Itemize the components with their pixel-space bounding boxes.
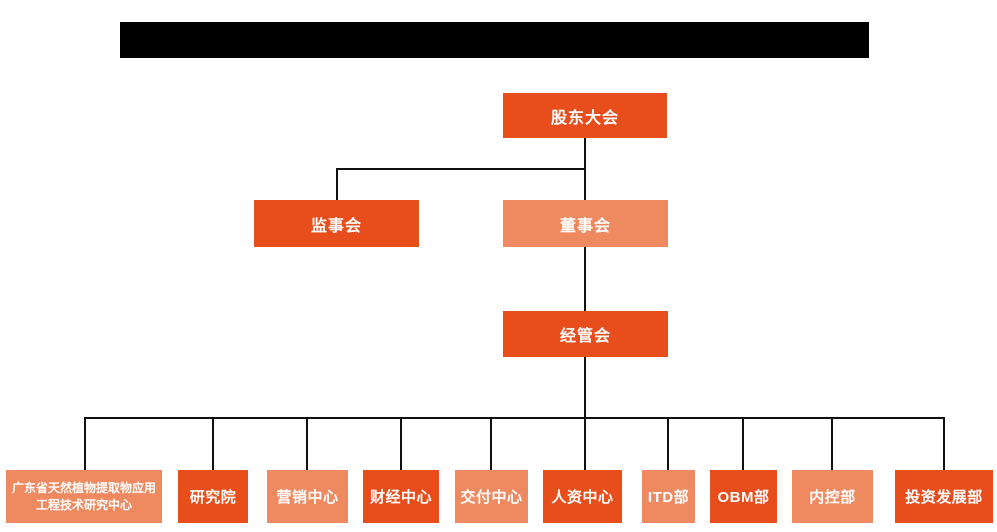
connector-supervisory-drop bbox=[336, 169, 338, 200]
connector-dept-drop bbox=[400, 419, 402, 470]
org-node-internal-control-department: 内控部 bbox=[792, 470, 873, 523]
org-node-marketing-center: 营销中心 bbox=[267, 470, 348, 523]
connector-dept-drop bbox=[667, 419, 669, 470]
redacted-title-bar bbox=[120, 22, 869, 58]
connector-dept-drop bbox=[742, 419, 744, 470]
org-node-finance-center: 财经中心 bbox=[363, 470, 439, 523]
connector-trunk-horizontal bbox=[84, 417, 945, 419]
org-node-supervisory-board: 监事会 bbox=[254, 200, 419, 247]
org-node-investment-development-department: 投资发展部 bbox=[895, 470, 993, 523]
connector-dept-drop bbox=[490, 419, 492, 470]
org-node-delivery-center: 交付中心 bbox=[455, 470, 528, 523]
connector-dept-drop bbox=[831, 419, 833, 470]
org-node-guangdong-plant-extract-research-center: 广东省天然植物提取物应用工程技术研究中心 bbox=[6, 470, 162, 523]
connector-dept-drop bbox=[584, 419, 586, 470]
org-node-shareholders-meeting: 股东大会 bbox=[503, 93, 667, 138]
connector-dept-drop bbox=[943, 419, 945, 470]
connector-root-vertical bbox=[584, 138, 586, 169]
org-node-itd-department: ITD部 bbox=[642, 470, 695, 523]
connector-dept-drop bbox=[84, 419, 86, 470]
connector-dept-drop bbox=[306, 419, 308, 470]
org-node-research-institute: 研究院 bbox=[178, 470, 248, 523]
org-node-hr-center: 人资中心 bbox=[543, 470, 622, 523]
connector-board-drop bbox=[584, 169, 586, 200]
org-node-board-of-directors: 董事会 bbox=[503, 200, 668, 247]
connector-level2-horizontal bbox=[336, 168, 586, 170]
connector-management-trunk-vertical bbox=[584, 357, 586, 417]
org-node-management-committee: 经管会 bbox=[503, 311, 668, 357]
connector-board-management-vertical bbox=[584, 247, 586, 311]
org-node-obm-department: OBM部 bbox=[710, 470, 777, 523]
connector-dept-drop bbox=[212, 419, 214, 470]
